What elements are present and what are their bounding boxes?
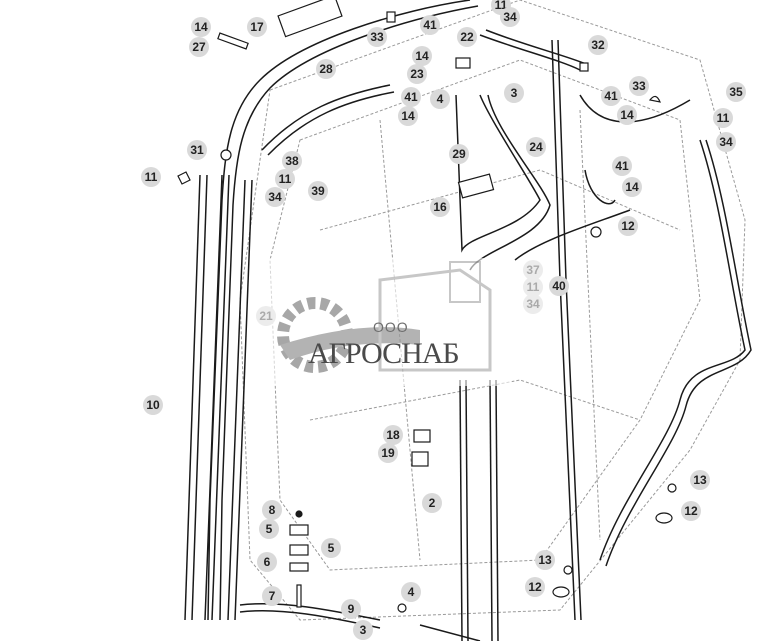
clip-33 [648, 95, 661, 103]
part-callout-31[interactable]: 31 [187, 140, 207, 160]
part-callout-16[interactable]: 16 [430, 197, 450, 217]
part-callout-3[interactable]: 3 [353, 620, 373, 640]
part-callout-41[interactable]: 41 [401, 87, 421, 107]
part-callout-14[interactable]: 14 [622, 177, 642, 197]
part-callout-13[interactable]: 13 [535, 550, 555, 570]
part-callout-41[interactable]: 41 [612, 156, 632, 176]
watermark-name: АГРОСНАБ [308, 337, 460, 370]
part-callout-40[interactable]: 40 [549, 276, 569, 296]
part-callout-3[interactable]: 3 [504, 83, 524, 103]
part-callout-7[interactable]: 7 [262, 586, 282, 606]
part-callout-14[interactable]: 14 [617, 105, 637, 125]
part-callout-12[interactable]: 12 [681, 501, 701, 521]
grommet-12c [590, 226, 602, 238]
part-callout-23[interactable]: 23 [407, 64, 427, 84]
watermark-logo [262, 258, 512, 386]
part-callout-4[interactable]: 4 [401, 582, 421, 602]
clamp-31 [220, 149, 232, 161]
part-callout-11[interactable]: 11 [141, 167, 161, 187]
clip-18 [413, 429, 431, 443]
part-callout-22[interactable]: 22 [457, 27, 477, 47]
part-callout-34[interactable]: 34 [716, 132, 736, 152]
part-callout-11[interactable]: 11 [523, 277, 543, 297]
part-callout-39[interactable]: 39 [308, 181, 328, 201]
part-callout-6[interactable]: 6 [257, 552, 277, 572]
part-callout-35[interactable]: 35 [726, 82, 746, 102]
part-callout-12[interactable]: 12 [618, 216, 638, 236]
part-callout-8[interactable]: 8 [262, 500, 282, 520]
part-callout-41[interactable]: 41 [601, 86, 621, 106]
part-callout-34[interactable]: 34 [500, 7, 520, 27]
part-callout-11[interactable]: 11 [713, 108, 733, 128]
bolt-7 [296, 584, 302, 608]
grommet-12 [655, 512, 673, 524]
part-callout-5[interactable]: 5 [259, 519, 279, 539]
part-callout-37[interactable]: 37 [523, 260, 543, 280]
part-callout-27[interactable]: 27 [189, 37, 209, 57]
part-callout-28[interactable]: 28 [316, 59, 336, 79]
oring-4 [397, 603, 407, 613]
part-callout-14[interactable]: 14 [398, 106, 418, 126]
bracket-16 [457, 173, 495, 199]
small-parts [177, 0, 677, 613]
hoses [184, 0, 752, 641]
part-callout-24[interactable]: 24 [526, 137, 546, 157]
part-callout-2[interactable]: 2 [422, 493, 442, 513]
part-callout-9[interactable]: 9 [341, 599, 361, 619]
part-callout-13[interactable]: 13 [690, 470, 710, 490]
clip-13b [563, 565, 573, 575]
part-callout-11[interactable]: 11 [275, 169, 295, 189]
part-callout-21[interactable]: 21 [256, 306, 276, 326]
part-callout-5[interactable]: 5 [321, 538, 341, 558]
grommet-12b [552, 586, 570, 598]
part-callout-18[interactable]: 18 [383, 425, 403, 445]
part-callout-12[interactable]: 12 [525, 577, 545, 597]
part-callout-32[interactable]: 32 [588, 35, 608, 55]
bracket-22 [455, 57, 471, 69]
clip-19 [411, 451, 429, 467]
bracket-17 [277, 0, 343, 38]
part-callout-33[interactable]: 33 [367, 27, 387, 47]
part-callout-4[interactable]: 4 [430, 89, 450, 109]
part-callout-17[interactable]: 17 [247, 17, 267, 37]
part-callout-14[interactable]: 14 [191, 17, 211, 37]
part-callout-38[interactable]: 38 [282, 151, 302, 171]
washer-6 [289, 562, 309, 572]
part-callout-34[interactable]: 34 [523, 294, 543, 314]
part-callout-19[interactable]: 19 [378, 443, 398, 463]
clip-33b [386, 11, 396, 23]
part-callout-41[interactable]: 41 [420, 15, 440, 35]
plate-5b [289, 544, 309, 556]
plate-5a [289, 524, 309, 536]
clip-13 [667, 483, 677, 493]
watermark-prefix: ООО [373, 319, 409, 335]
clamp-32 [579, 62, 589, 72]
part-callout-34[interactable]: 34 [265, 187, 285, 207]
clip-11 [177, 171, 191, 185]
nut-8 [295, 510, 303, 518]
part-callout-10[interactable]: 10 [143, 395, 163, 415]
part-callout-14[interactable]: 14 [412, 46, 432, 66]
part-callout-33[interactable]: 33 [629, 76, 649, 96]
part-callout-29[interactable]: 29 [449, 144, 469, 164]
strap-27 [217, 32, 249, 50]
